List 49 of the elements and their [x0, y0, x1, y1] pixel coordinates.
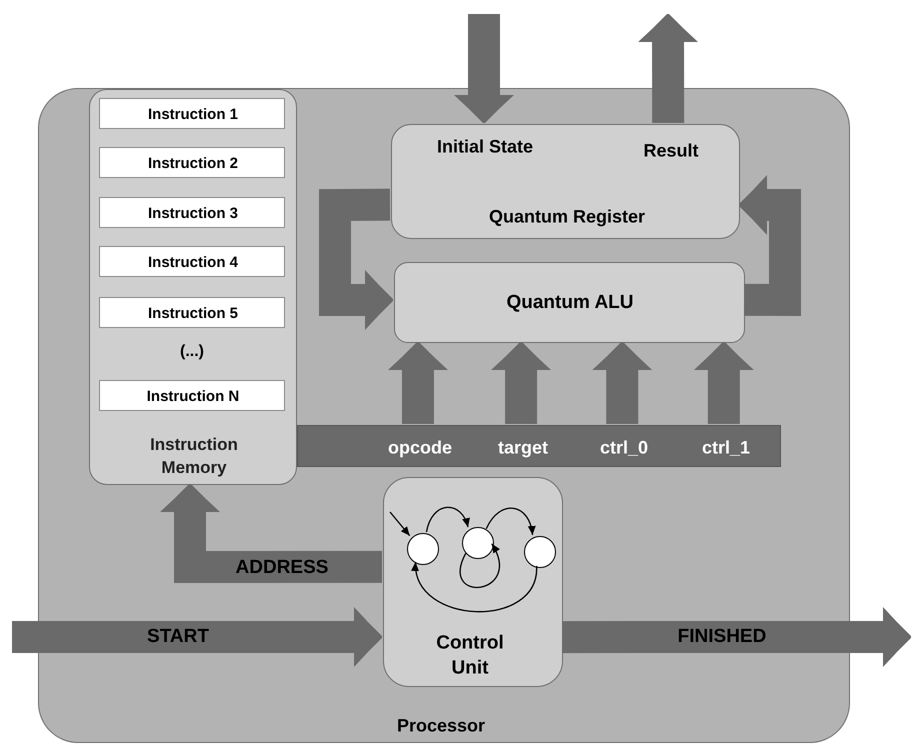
instruction-box	[99, 380, 285, 411]
block-arrow	[491, 342, 552, 424]
memory-label: Instruction Memory	[149, 434, 239, 479]
edge-label: START	[147, 624, 209, 649]
arrow	[412, 562, 538, 612]
block-arrow	[388, 342, 448, 424]
block-arrow	[638, 14, 698, 124]
instruction-text: Instruction 4	[146, 252, 239, 272]
alu-label: Quantum ALU	[505, 290, 634, 315]
block-arrow	[454, 14, 514, 123]
instruction-box	[99, 98, 285, 129]
instruction-box	[99, 147, 285, 178]
register-box	[391, 124, 740, 239]
bus-signal-label: ctrl_1	[700, 436, 752, 460]
block-arrow	[319, 188, 393, 330]
arrow	[426, 506, 470, 532]
bus-signal-label: ctrl_0	[598, 436, 650, 460]
instruction-text: Instruction 2	[146, 153, 239, 174]
processor-box	[38, 88, 850, 743]
ellipsis-text: (...)	[180, 342, 204, 362]
block-arrow	[739, 175, 801, 316]
block-arrow	[592, 342, 652, 424]
instruction-text: Instruction 1	[146, 104, 239, 124]
instruction-text: Instruction N	[146, 386, 240, 406]
instruction-box	[99, 197, 285, 228]
register-text: Initial State	[436, 136, 534, 158]
edge-label: FINISHED	[678, 624, 766, 649]
instruction-box	[99, 297, 285, 328]
bus-signal-label: opcode	[386, 436, 453, 460]
bus-signal-label: target	[496, 436, 549, 460]
instruction-text: Instruction 5	[146, 303, 239, 324]
arrow	[390, 512, 410, 536]
block-arrow	[562, 607, 911, 667]
control-unit-label: Control Unit	[435, 631, 505, 680]
edge-label: ADDRESS	[236, 556, 328, 580]
block-arrow	[694, 342, 754, 424]
arrow	[486, 508, 536, 536]
instruction-box	[99, 246, 285, 277]
instruction-text: Instruction 3	[146, 203, 239, 224]
alu-box	[394, 262, 745, 343]
block-arrow	[160, 484, 382, 583]
register-text: Result	[642, 140, 700, 162]
block-arrow	[12, 607, 382, 667]
arrow	[460, 543, 500, 588]
memory-box	[89, 89, 297, 485]
processor-label: Processor	[396, 714, 486, 738]
control-unit-box	[383, 477, 563, 687]
control-bus-bar	[297, 425, 781, 467]
register-text: Quantum Register	[488, 206, 646, 228]
